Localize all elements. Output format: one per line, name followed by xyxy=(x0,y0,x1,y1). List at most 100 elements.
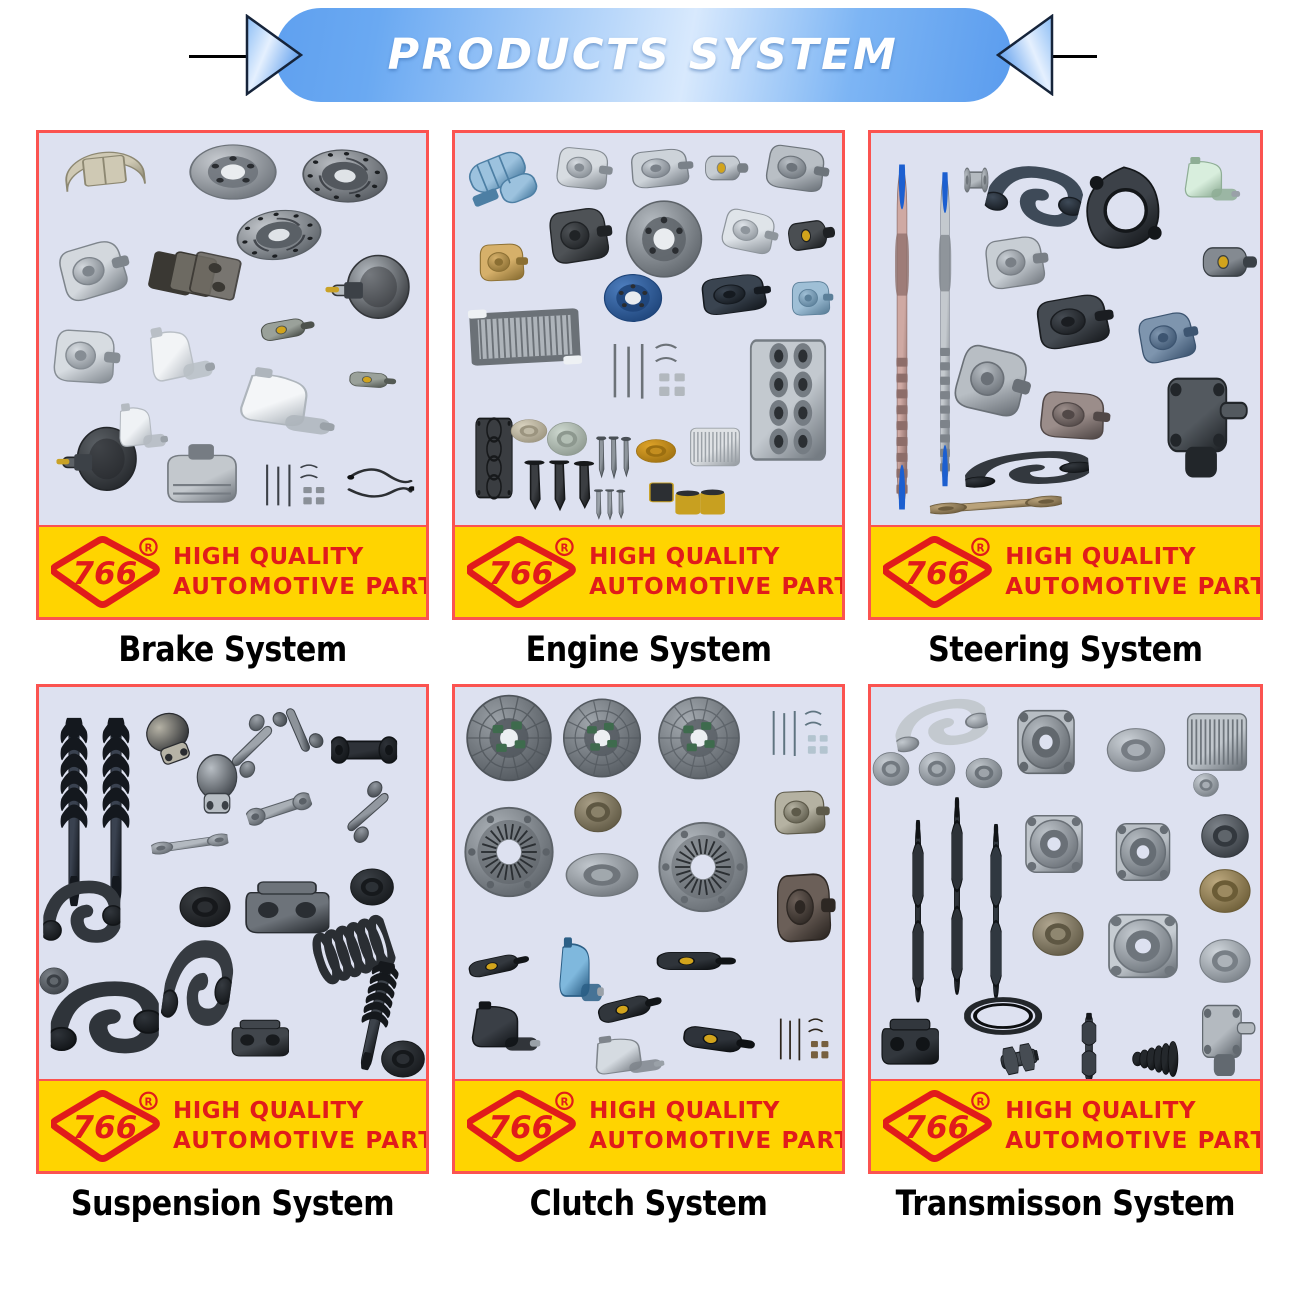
product-card-transmission-system[interactable]: 766 R HIGH QUALITY AUTOMOTIVE PARTS Tran… xyxy=(868,684,1263,1224)
part-ps-pump-pulley-black xyxy=(1027,284,1120,358)
svg-text:R: R xyxy=(561,1096,569,1108)
part-brake-shoe-set xyxy=(56,142,155,210)
tagline-line-2: AUTOMOTIVE PARTS xyxy=(589,574,846,600)
part-brake-booster-drum xyxy=(56,423,137,501)
svg-text:R: R xyxy=(977,542,985,554)
tagline-line-1: HIGH QUALITY xyxy=(589,544,780,570)
part-clutch-disc-b xyxy=(562,697,643,779)
page-title: PRODUCTS SYSTEM xyxy=(387,30,899,80)
part-crank-pulley xyxy=(602,272,664,323)
part-stabilizer-link-a xyxy=(213,705,291,786)
brand-bar: 766 R HIGH QUALITY AUTOMOTIVE PARTS xyxy=(39,1079,430,1171)
part-drive-shaft-a xyxy=(904,820,931,1008)
part-master-cylinder-small xyxy=(109,397,169,465)
part-flywheel xyxy=(624,198,705,280)
product-card-suspension-system[interactable]: 766 R HIGH QUALITY AUTOMOTIVE PARTS Susp… xyxy=(36,684,430,1224)
brand-tagline: HIGH QUALITY AUTOMOTIVE PARTS xyxy=(589,542,846,602)
766-diamond-logo-icon: 766 R xyxy=(51,1089,163,1163)
part-clutch-disc-c xyxy=(656,695,741,781)
part-inner-tie-rod xyxy=(148,819,232,869)
page-header: PRODUCTS SYSTEM xyxy=(0,0,1299,112)
part-clutch-master-assy xyxy=(463,999,541,1066)
part-ps-pump-vane xyxy=(1032,382,1115,449)
tagline-line-1: HIGH QUALITY xyxy=(1005,1098,1197,1124)
part-timing-belt xyxy=(964,989,1043,1044)
parts-collage xyxy=(455,687,842,1079)
svg-text:R: R xyxy=(561,542,569,554)
part-bushing-small xyxy=(39,965,70,996)
card-frame: 766 R HIGH QUALITY AUTOMOTIVE PARTS xyxy=(868,684,1263,1174)
product-card-clutch-system[interactable]: 766 R HIGH QUALITY AUTOMOTIVE PARTS Clut… xyxy=(452,684,846,1224)
part-starter-motor xyxy=(457,133,562,225)
part-control-arm-upper xyxy=(39,877,124,951)
header-banner-pill xyxy=(275,8,1011,102)
part-wheel-hub-flange xyxy=(1108,814,1178,888)
part-release-bearing-fork xyxy=(564,850,641,901)
part-ps-pump-blue xyxy=(1129,302,1204,371)
card-title-transmission-system: Transmisson System xyxy=(895,1184,1236,1224)
part-head-gasket xyxy=(469,417,519,500)
brand-tagline: HIGH QUALITY AUTOMOTIVE PARTS xyxy=(173,542,430,602)
brand-tagline: HIGH QUALITY AUTOMOTIVE PARTS xyxy=(173,1096,430,1156)
product-card-grid: 766 R HIGH QUALITY AUTOMOTIVE PARTS Brak… xyxy=(0,112,1299,1224)
part-clutch-master-blue xyxy=(554,934,605,1020)
part-clutch-master-white xyxy=(583,1027,667,1079)
part-tie-rod-end-single xyxy=(239,772,319,845)
part-ball-joint-flange xyxy=(188,752,246,826)
triangle-right-icon xyxy=(245,14,303,96)
part-bushing-pair xyxy=(635,437,678,464)
header-rule-left xyxy=(189,55,281,58)
part-suspension-bushing xyxy=(178,883,232,930)
part-cv-joint-a xyxy=(993,1023,1045,1079)
tagline-line-1: HIGH QUALITY xyxy=(589,1098,780,1124)
part-tie-rod-assembly xyxy=(924,483,1067,525)
part-strut-mount-top xyxy=(349,865,395,908)
766-diamond-logo-icon: 766 R xyxy=(467,535,579,609)
card-frame: 766 R HIGH QUALITY AUTOMOTIVE PARTS xyxy=(868,130,1263,620)
product-card-brake-system[interactable]: 766 R HIGH QUALITY AUTOMOTIVE PARTS Brak… xyxy=(36,130,430,670)
part-radiator xyxy=(465,299,585,376)
part-power-steering-pump-a xyxy=(977,228,1053,298)
card-frame: 766 R HIGH QUALITY AUTOMOTIVE PARTS xyxy=(452,130,846,620)
part-transmission-filter xyxy=(1182,707,1252,778)
tagline-line-2: AUTOMOTIVE PARTS xyxy=(173,1128,430,1154)
part-cv-boot xyxy=(1128,1038,1182,1079)
part-water-pump-black xyxy=(541,198,617,272)
766-diamond-logo-icon: 766 R xyxy=(51,535,163,609)
brand-bar: 766 R HIGH QUALITY AUTOMOTIVE PARTS xyxy=(871,1079,1260,1171)
part-wheel-cylinder-b xyxy=(346,361,399,400)
tagline-line-2: AUTOMOTIVE PARTS xyxy=(173,574,430,600)
part-spark-plug xyxy=(593,489,628,521)
part-egr-valve xyxy=(788,276,834,319)
part-concentric-slave-b xyxy=(771,863,837,949)
766-diamond-logo-icon: 766 R xyxy=(467,1089,579,1163)
product-card-engine-system[interactable]: 766 R HIGH QUALITY AUTOMOTIVE PARTS Engi… xyxy=(452,130,846,670)
part-valve-set xyxy=(521,459,598,512)
part-control-arm-lower-l xyxy=(158,930,237,1040)
part-clutch-cover-a xyxy=(463,805,556,899)
part-tensioner-pulley-b xyxy=(1198,865,1252,916)
brand-tagline: HIGH QUALITY AUTOMOTIVE PARTS xyxy=(1005,542,1260,602)
part-intake-manifold xyxy=(782,198,841,271)
card-frame: 766 R HIGH QUALITY AUTOMOTIVE PARTS xyxy=(36,684,430,1174)
part-clutch-slave-black xyxy=(653,940,738,983)
part-control-arm-lower xyxy=(960,446,1094,494)
card-title-steering-system: Steering System xyxy=(928,630,1203,670)
product-card-steering-system[interactable]: 766 R HIGH QUALITY AUTOMOTIVE PARTS Stee… xyxy=(868,130,1263,670)
part-water-pump-b xyxy=(624,142,697,194)
part-clutch-slave-cyl-b xyxy=(676,1009,760,1070)
parts-collage xyxy=(39,687,426,1079)
part-strut-assembly-left xyxy=(53,712,96,907)
svg-text:R: R xyxy=(144,542,152,554)
part-bearing-small xyxy=(1192,771,1219,798)
parts-collage xyxy=(455,133,842,525)
card-title-clutch-system: Clutch System xyxy=(529,1184,768,1224)
part-brake-disc-drilled xyxy=(298,144,391,209)
part-oil-pump-chrome xyxy=(713,199,785,263)
brand-bar: 766 R HIGH QUALITY AUTOMOTIVE PARTS xyxy=(39,525,430,617)
part-ps-pump-pulley-grey xyxy=(941,329,1042,431)
part-water-pump-assembly xyxy=(45,319,125,393)
part-throttle-body xyxy=(693,266,775,321)
766-diamond-logo-icon: 766 R xyxy=(883,1089,995,1163)
part-yoke-flange xyxy=(1194,1001,1256,1079)
